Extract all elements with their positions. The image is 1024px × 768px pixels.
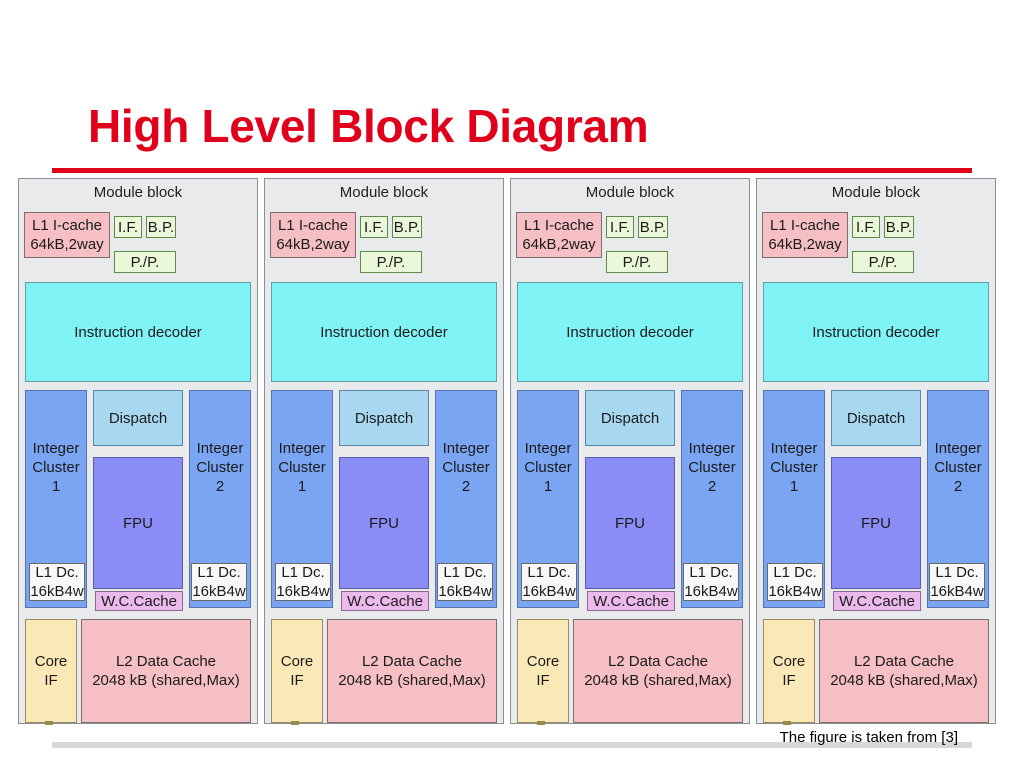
branch-prediction-box: B.P. (884, 216, 914, 238)
l2-data-cache-box: L2 Data Cache 2048 kB (shared,Max) (819, 619, 989, 723)
predecode-box: P./P. (114, 251, 176, 273)
instruction-decoder-box: Instruction decoder (271, 282, 497, 382)
instruction-fetch-box: I.F. (114, 216, 142, 238)
dispatch-box: Dispatch (339, 390, 429, 446)
l1-dcache-2-box: L1 Dc. 16kB4w (191, 563, 247, 601)
l2-data-cache-box: L2 Data Cache 2048 kB (shared,Max) (327, 619, 497, 723)
core-interface-box: Core IF (271, 619, 323, 723)
branch-prediction-box: B.P. (638, 216, 668, 238)
predecode-box: P./P. (606, 251, 668, 273)
l1-icache-box: L1 I-cache 64kB,2way (762, 212, 848, 258)
connector-pin (291, 721, 299, 725)
module-block-4: Module block L1 I-cache 64kB,2way I.F. B… (756, 178, 996, 725)
predecode-box: P./P. (852, 251, 914, 273)
figure-caption: The figure is taken from [3] (779, 729, 958, 746)
module-block-3: Module block L1 I-cache 64kB,2way I.F. B… (510, 178, 750, 725)
l2-data-cache-box: L2 Data Cache 2048 kB (shared,Max) (573, 619, 743, 723)
l1-dcache-1-box: L1 Dc. 16kB4w (767, 563, 823, 601)
fpu-box: FPU (93, 457, 183, 589)
write-combining-cache-box: W.C.Cache (833, 591, 921, 611)
dispatch-box: Dispatch (831, 390, 921, 446)
connector-pin (45, 721, 53, 725)
instruction-decoder-box: Instruction decoder (517, 282, 743, 382)
instruction-fetch-box: I.F. (360, 216, 388, 238)
core-interface-box: Core IF (763, 619, 815, 723)
module-block-label: Module block (93, 184, 183, 201)
module-block-label: Module block (339, 184, 429, 201)
branch-prediction-box: B.P. (146, 216, 176, 238)
instruction-decoder-box: Instruction decoder (25, 282, 251, 382)
dispatch-box: Dispatch (93, 390, 183, 446)
instruction-decoder-box: Instruction decoder (763, 282, 989, 382)
l1-dcache-2-box: L1 Dc. 16kB4w (683, 563, 739, 601)
connector-pin (783, 721, 791, 725)
block-diagram-figure: Module block L1 I-cache 64kB,2way I.F. B… (18, 178, 1000, 725)
predecode-box: P./P. (360, 251, 422, 273)
write-combining-cache-box: W.C.Cache (95, 591, 183, 611)
dispatch-box: Dispatch (585, 390, 675, 446)
write-combining-cache-box: W.C.Cache (587, 591, 675, 611)
module-block-label: Module block (831, 184, 921, 201)
slide-title: High Level Block Diagram (88, 100, 649, 152)
module-block-1: Module block L1 I-cache 64kB,2way I.F. B… (18, 178, 258, 725)
l1-dcache-1-box: L1 Dc. 16kB4w (29, 563, 85, 601)
l1-icache-box: L1 I-cache 64kB,2way (24, 212, 110, 258)
fpu-box: FPU (831, 457, 921, 589)
branch-prediction-box: B.P. (392, 216, 422, 238)
l1-dcache-1-box: L1 Dc. 16kB4w (521, 563, 577, 601)
l1-dcache-2-box: L1 Dc. 16kB4w (929, 563, 985, 601)
write-combining-cache-box: W.C.Cache (341, 591, 429, 611)
instruction-fetch-box: I.F. (852, 216, 880, 238)
instruction-fetch-box: I.F. (606, 216, 634, 238)
footer-divider (52, 742, 972, 748)
l1-icache-box: L1 I-cache 64kB,2way (270, 212, 356, 258)
core-interface-box: Core IF (25, 619, 77, 723)
title-underline (52, 168, 972, 173)
module-block-2: Module block L1 I-cache 64kB,2way I.F. B… (264, 178, 504, 725)
connector-pin (537, 721, 545, 725)
l1-icache-box: L1 I-cache 64kB,2way (516, 212, 602, 258)
l1-dcache-2-box: L1 Dc. 16kB4w (437, 563, 493, 601)
l2-data-cache-box: L2 Data Cache 2048 kB (shared,Max) (81, 619, 251, 723)
module-block-label: Module block (585, 184, 675, 201)
l1-dcache-1-box: L1 Dc. 16kB4w (275, 563, 331, 601)
core-interface-box: Core IF (517, 619, 569, 723)
fpu-box: FPU (339, 457, 429, 589)
fpu-box: FPU (585, 457, 675, 589)
